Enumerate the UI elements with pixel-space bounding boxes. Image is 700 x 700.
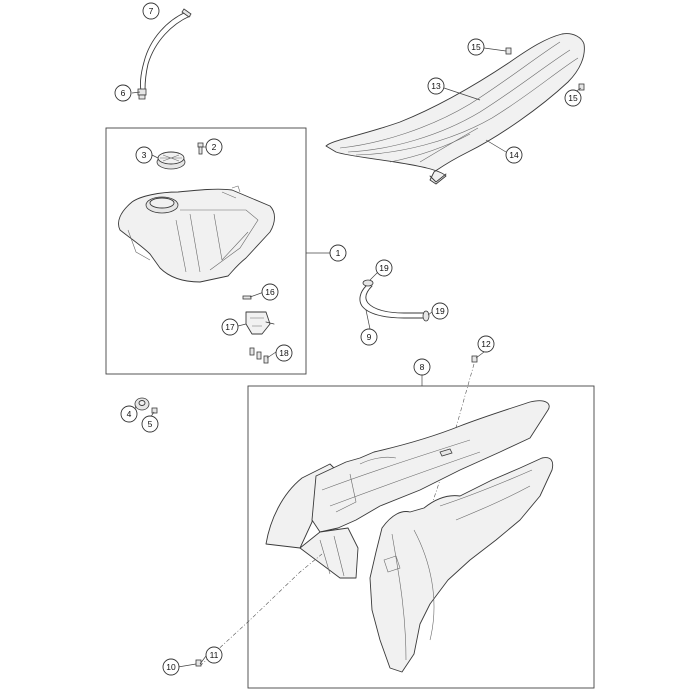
breather-valve: [137, 88, 147, 100]
seat-screw-top: [505, 47, 512, 55]
callout-15-side: 15: [564, 89, 582, 107]
callout-label: 19: [435, 306, 445, 316]
seat: [325, 33, 585, 185]
fuel-pump-bracket: [245, 311, 275, 335]
callout-17: 17: [221, 318, 239, 336]
callout-5: 5: [141, 415, 159, 433]
callout-label: 6: [121, 88, 126, 98]
callout-label: 5: [148, 419, 153, 429]
callout-label: 18: [279, 348, 289, 358]
callout-11: 11: [205, 646, 223, 664]
callout-label: 17: [225, 322, 235, 332]
breather-hose: [140, 8, 192, 91]
panel-screw-lower: [195, 659, 202, 667]
callout-12: 12: [477, 335, 495, 353]
callout-14: 14: [505, 146, 523, 164]
callout-19-side: 19: [431, 302, 449, 320]
callout-3: 3: [135, 146, 153, 164]
callout-8: 8: [413, 358, 431, 376]
callout-2: 2: [205, 138, 223, 156]
hose-clamp-side: [422, 310, 430, 322]
callout-18: 18: [275, 344, 293, 362]
rubber-bushing: [134, 397, 150, 411]
callout-label: 4: [127, 409, 132, 419]
callout-16: 16: [261, 283, 279, 301]
fuel-filler-cap: [156, 151, 186, 170]
seat-screw-side: [578, 83, 585, 91]
callout-label: 1: [336, 248, 341, 258]
callout-6: 6: [114, 84, 132, 102]
callout-label: 16: [265, 287, 275, 297]
callout-label: 11: [210, 650, 219, 660]
pump-clip: [242, 295, 252, 300]
callout-1: 1: [329, 244, 347, 262]
callout-13: 13: [427, 77, 445, 95]
callout-9: 9: [360, 328, 378, 346]
assembly-line-10: [199, 553, 323, 667]
callout-label: 15: [568, 93, 578, 103]
fuel-tank: [118, 185, 275, 283]
callout-label: 3: [142, 150, 147, 160]
side-panel-right: [369, 457, 554, 673]
callout-label: 10: [166, 662, 176, 672]
callout-10: 10: [162, 658, 180, 676]
side-panels-group-box: [247, 385, 595, 689]
callout-label: 2: [212, 142, 217, 152]
hose-clamp-top: [362, 279, 374, 287]
callout-label: 14: [509, 150, 519, 160]
pump-screws: [249, 347, 269, 364]
callout-label: 7: [149, 6, 154, 16]
callout-label: 9: [367, 332, 372, 342]
bushing-nut: [151, 407, 158, 414]
fuel-hose: [359, 285, 425, 319]
callout-label: 15: [471, 42, 481, 52]
panel-screw: [471, 355, 478, 363]
callout-15-top: 15: [467, 38, 485, 56]
callout-7: 7: [142, 2, 160, 20]
cap-screw: [197, 142, 204, 155]
fuel-tank-group-box: [105, 127, 307, 375]
side-panel-left: [265, 400, 550, 579]
callout-label: 19: [379, 263, 389, 273]
callout-label: 12: [481, 339, 491, 349]
callout-label: 8: [420, 362, 425, 372]
callout-4: 4: [120, 405, 138, 423]
callout-19-top: 19: [375, 259, 393, 277]
callout-label: 13: [431, 81, 441, 91]
